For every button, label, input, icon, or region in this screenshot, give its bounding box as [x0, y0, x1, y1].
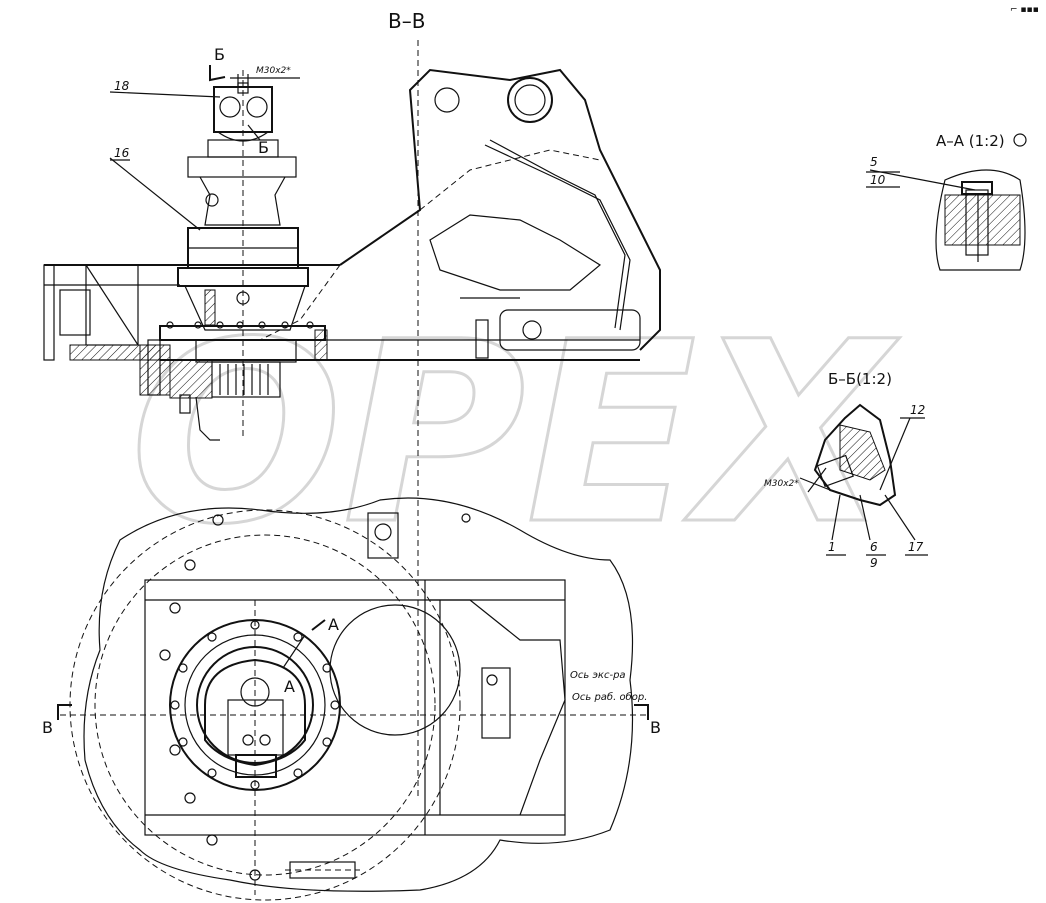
section-vv-title: В–В — [388, 9, 425, 33]
part-9-label: 9 — [870, 556, 878, 570]
thread-label-bb: М30х2* — [764, 479, 799, 489]
watermark: OPEX — [130, 288, 900, 579]
cut-a-top: А — [328, 615, 339, 634]
section-aa: А–А (1:2) 5 10 — [866, 132, 1027, 271]
corner-mark: ⌐ ▪▪▪ — [1010, 5, 1039, 15]
part-10-label: 10 — [870, 173, 886, 187]
part-12-label: 12 — [910, 403, 925, 417]
work-equipment-axis-label: Ось раб. обор. — [572, 691, 647, 703]
section-bb-title: Б–Б(1:2) — [828, 370, 892, 388]
upper-labels: 18 16 М30х2* Б Б — [109, 45, 300, 231]
part-17-label: 17 — [908, 540, 924, 554]
section-bb: Б–Б(1:2) 12 М30х2* 1 6 9 17 — [764, 370, 928, 570]
excavator-axis-label: Ось экс-ра — [570, 670, 626, 681]
part-16-label: 16 — [114, 146, 130, 160]
cut-v-right: В — [650, 718, 661, 737]
lower-plan-view: Ось экс-ра Ось раб. обор. А А В В — [42, 40, 661, 901]
cut-b-top: Б — [214, 45, 225, 64]
cut-v-left: В — [42, 718, 53, 737]
swing-motor-assembly — [147, 70, 326, 441]
part-6-label: 6 — [870, 540, 878, 554]
part-5-label: 5 — [870, 155, 878, 169]
section-aa-title: А–А (1:2) — [936, 132, 1005, 150]
part-18-label: 18 — [114, 79, 130, 93]
cut-b-arrow: Б — [258, 138, 269, 157]
upper-frame — [43, 68, 661, 396]
part-1-label: 1 — [828, 540, 836, 554]
cut-a-arrow: А — [284, 677, 295, 696]
thread-label-main: М30х2* — [256, 66, 291, 76]
